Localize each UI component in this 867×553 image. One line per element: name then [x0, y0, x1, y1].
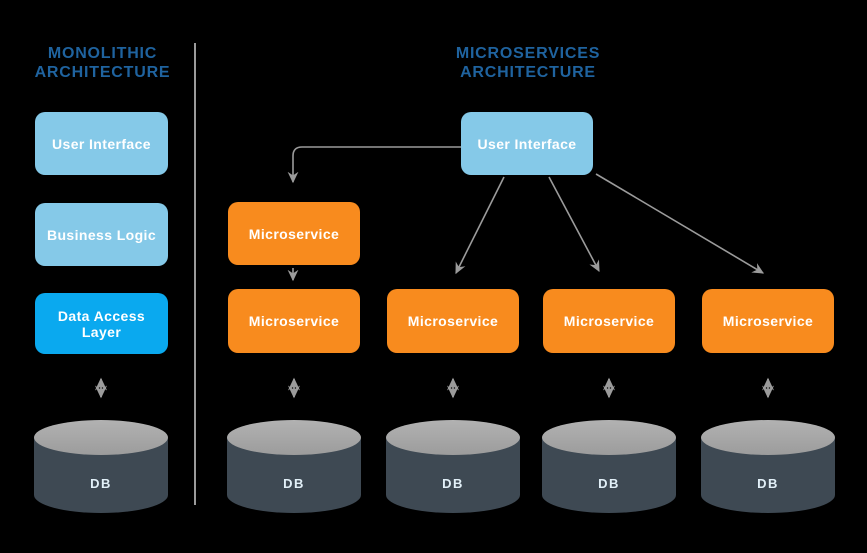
- db-cylinder-top: [227, 420, 361, 455]
- microservice-box-1: Microservice: [228, 202, 360, 265]
- monolithic-title-line2: ARCHITECTURE: [34, 64, 171, 81]
- connector-ui-to-microservice-5: [595, 173, 765, 274]
- db-label: DB: [90, 476, 112, 491]
- monolithic-title-line1: MONOLITHIC: [47, 45, 158, 62]
- connector-ui-to-microservice-1: [287, 146, 461, 184]
- db-cylinder-top: [34, 420, 168, 455]
- microservice-label: Microservice: [248, 313, 340, 329]
- connector-ui-to-microservice-4: [548, 176, 600, 273]
- business-logic-label: Business Logic: [46, 226, 157, 243]
- db-cylinder-2: DB: [386, 420, 520, 513]
- db-label: DB: [442, 476, 464, 491]
- microservice-label: Microservice: [563, 313, 655, 329]
- ui-layer-label: User Interface: [52, 135, 151, 152]
- section-divider: [194, 43, 196, 505]
- db-cylinder-top: [386, 420, 520, 455]
- data-access-layer-box: Data Access Layer: [35, 293, 168, 354]
- db-cylinder-4: DB: [701, 420, 835, 513]
- ui-layer-box: User Interface: [35, 112, 168, 175]
- microservice-label: Microservice: [407, 313, 499, 329]
- db-label: DB: [283, 476, 305, 491]
- microservice-box-2: Microservice: [228, 289, 360, 353]
- microservice-box-5: Microservice: [702, 289, 834, 353]
- data-access-layer-label: Data Access Layer: [57, 307, 146, 340]
- monolithic-title: MONOLITHIC ARCHITECTURE: [20, 44, 185, 82]
- user-interface-label: User Interface: [477, 135, 577, 152]
- db-cylinder-monolith: DB: [34, 420, 168, 513]
- microservices-title: MICROSERVICES ARCHITECTURE: [435, 44, 621, 82]
- user-interface-box: User Interface: [461, 112, 593, 175]
- db-cylinder-top: [542, 420, 676, 455]
- microservices-title-line2: ARCHITECTURE: [460, 64, 596, 81]
- db-label: DB: [757, 476, 779, 491]
- microservice-box-3: Microservice: [387, 289, 519, 353]
- microservice-label: Microservice: [248, 225, 340, 242]
- microservices-title-line1: MICROSERVICES: [455, 45, 601, 62]
- microservice-label: Microservice: [722, 313, 814, 329]
- db-cylinder-top: [701, 420, 835, 455]
- db-cylinder-1: DB: [227, 420, 361, 513]
- db-label: DB: [598, 476, 620, 491]
- connector-ui-to-microservice-3: [455, 176, 505, 275]
- db-cylinder-3: DB: [542, 420, 676, 513]
- business-logic-box: Business Logic: [35, 203, 168, 266]
- microservice-box-4: Microservice: [543, 289, 675, 353]
